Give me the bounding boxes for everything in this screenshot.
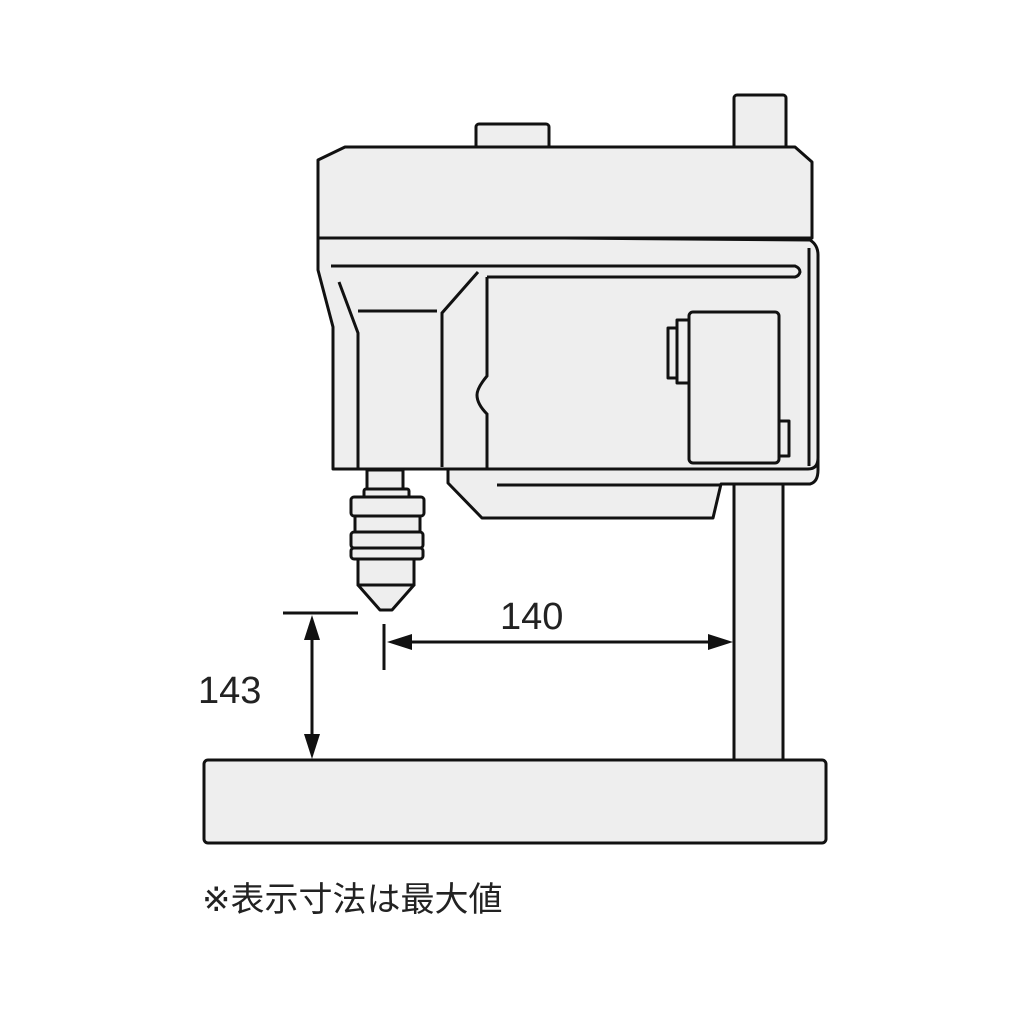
footnote: ※表示寸法は最大値 [202, 880, 503, 920]
arrow-left-icon [387, 634, 412, 650]
switch-tab-inner [675, 318, 691, 385]
dimension-lines [283, 611, 733, 759]
spindle-housing-right-line [440, 271, 480, 467]
arrow-down-icon [304, 734, 320, 759]
arrow-right-icon [708, 634, 733, 650]
column [732, 468, 785, 764]
chuck-body-lower [356, 557, 416, 587]
drill-press [202, 93, 828, 845]
top-post [732, 93, 788, 152]
chuck-tip [356, 583, 416, 612]
arrow-up-icon [304, 615, 320, 640]
switch-small [777, 419, 791, 458]
side-panel-edge [475, 277, 489, 469]
width-dimension-label: 140 [500, 596, 564, 638]
chuck-ring-upper [349, 495, 426, 518]
chuck-body-upper [353, 514, 422, 534]
height-dimension-label: 143 [198, 670, 262, 712]
chuck-ring-lower [349, 546, 425, 561]
upper-body [316, 145, 814, 240]
chuck [349, 468, 426, 612]
body-trim-line [331, 264, 802, 279]
switch-box [687, 310, 781, 465]
underside-housing [446, 458, 820, 520]
base [202, 758, 828, 845]
chuck-ring-middle [349, 530, 425, 550]
spindle-housing-left-line [337, 281, 360, 469]
